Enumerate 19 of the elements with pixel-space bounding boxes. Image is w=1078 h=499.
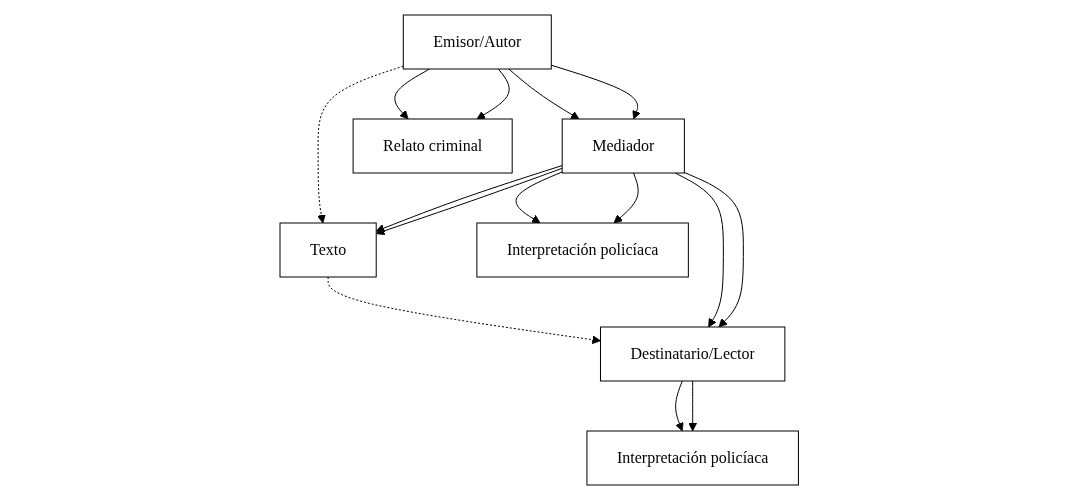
arrow (674, 380, 684, 431)
node-box: Interpretación policíaca (476, 222, 689, 277)
arrow (327, 276, 601, 344)
arrow (394, 68, 430, 119)
arrow (316, 65, 404, 223)
arrow (674, 172, 724, 327)
node-box: Texto (279, 222, 377, 277)
arrow (688, 380, 697, 431)
arrow (550, 64, 641, 119)
arrow (476, 68, 510, 119)
node-box: Emisor/Autor (402, 14, 552, 69)
arrow (613, 172, 639, 223)
node-box: Destinatario/Lector (599, 326, 786, 381)
node-box: Relato criminal (352, 118, 513, 173)
arrow (683, 171, 744, 327)
node-box: Interpretación policíaca (586, 430, 799, 485)
node-box: Mediador (561, 118, 685, 173)
arrow (508, 68, 580, 119)
arrow (515, 170, 563, 223)
